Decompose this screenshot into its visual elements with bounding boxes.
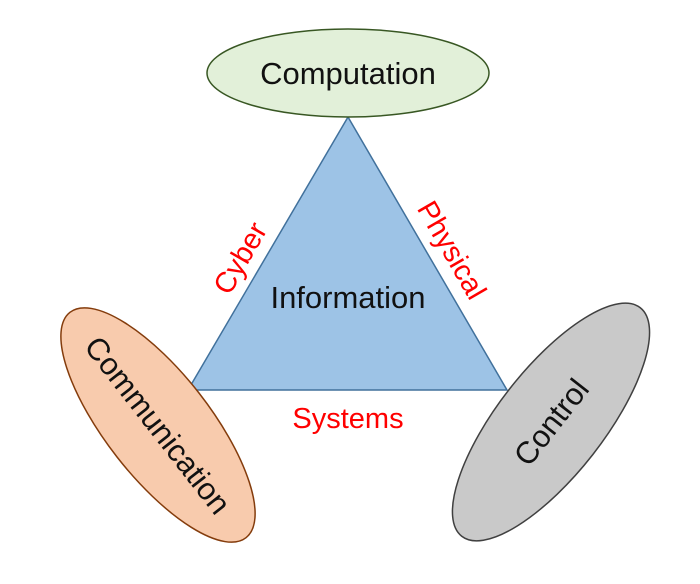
control-node: Control xyxy=(451,302,651,542)
computation-label: Computation xyxy=(260,56,436,91)
information-triangle xyxy=(186,115,509,391)
systems-label: Systems xyxy=(292,403,403,435)
computation-node: Computation xyxy=(206,28,490,118)
information-label: Information xyxy=(270,280,425,315)
communication-node: Communication xyxy=(60,307,256,543)
